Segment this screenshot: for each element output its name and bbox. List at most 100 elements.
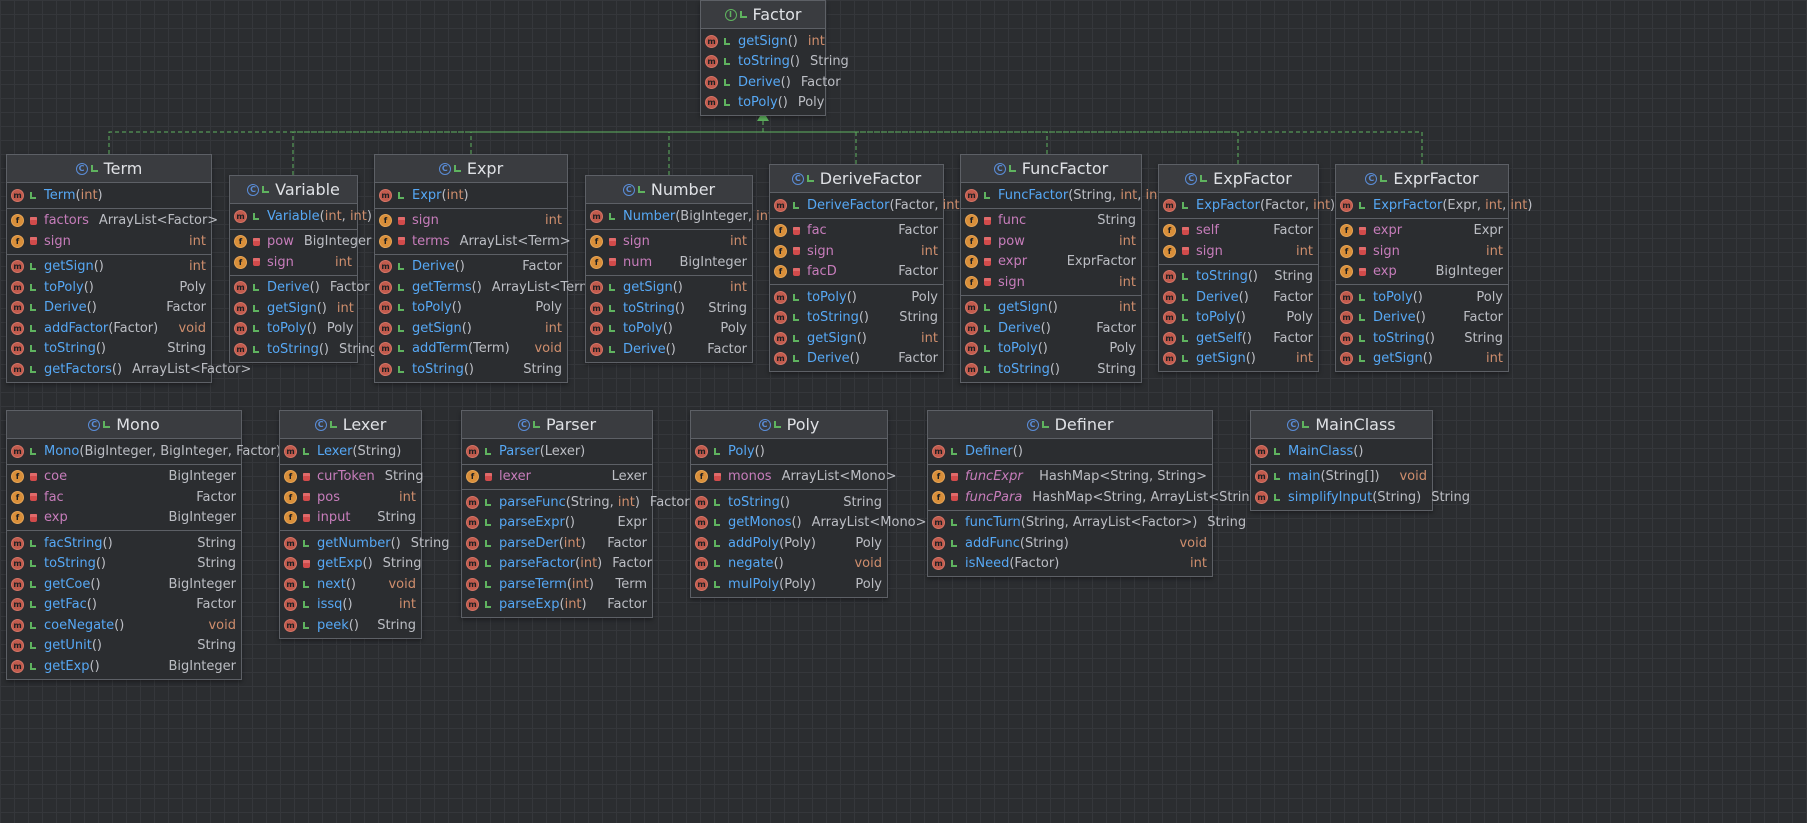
method-row[interactable]: mtoString()String [691, 492, 887, 513]
class-derivefactor[interactable]: CDeriveFactormDeriveFactor(Factor, int) f… [769, 164, 965, 372]
field-row[interactable]: ffuncString [961, 211, 1141, 232]
method-row[interactable]: mgetSign()int [7, 257, 211, 278]
method-row[interactable]: mtoString()String [375, 359, 567, 380]
class-definer[interactable]: CDefinermDefiner() ffuncExprHashMap<Strin… [927, 410, 1280, 577]
field-row[interactable]: finputString [280, 508, 421, 529]
method-row[interactable]: mparseTerm(int)Term [462, 574, 652, 595]
class-parser[interactable]: CParsermParser(Lexer)flexerLexermparseFu… [461, 410, 690, 618]
method-row[interactable]: mparseFactor(int)Factor [462, 554, 652, 575]
class-header[interactable]: CDefiner [928, 411, 1212, 439]
method-row[interactable]: mtoString()String [586, 298, 752, 319]
method-row[interactable]: mnegate()void [691, 554, 887, 575]
class-header[interactable]: CDeriveFactor [770, 165, 943, 193]
field-row[interactable]: ffactorsArrayList<Factor> [7, 211, 218, 232]
method-row[interactable]: mparseExp(int)Factor [462, 595, 652, 616]
method-row[interactable]: mgetExp()BigInteger [7, 656, 241, 677]
field-row[interactable]: fexprExpr [1336, 221, 1508, 242]
method-row[interactable]: misNeed(Factor)int [928, 554, 1212, 575]
class-header[interactable]: CVariable [230, 176, 357, 204]
class-expr[interactable]: CExprmExpr(int)fsignintftermsArrayList<T… [374, 154, 603, 383]
class-exprfactor[interactable]: CExprFactormExprFactor(Expr, int, int)fe… [1335, 164, 1532, 372]
method-row[interactable]: maddTerm(Term)void [375, 339, 567, 360]
method-row[interactable]: mfacString()String [7, 533, 241, 554]
method-row[interactable]: mgetUnit()String [7, 636, 241, 657]
method-row[interactable]: mtoString()String [770, 308, 943, 329]
field-row[interactable]: fnumBigInteger [586, 252, 752, 273]
field-row[interactable]: fexprExprFactor [961, 252, 1141, 273]
field-row[interactable]: fpowBigInteger [230, 232, 371, 253]
field-row[interactable]: fsignint [7, 231, 211, 252]
method-row[interactable]: mtoPoly()Poly [375, 298, 567, 319]
class-header[interactable]: CParser [462, 411, 652, 439]
method-row[interactable]: mtoString()String [1336, 328, 1508, 349]
method-row[interactable]: mDerive()Factor [1159, 287, 1318, 308]
method-row[interactable]: mExpFactor(Factor, int) [1159, 195, 1335, 216]
method-row[interactable]: mDerive()Factor [961, 318, 1141, 339]
method-row[interactable]: maddFactor(Factor)void [7, 318, 211, 339]
method-row[interactable]: mTerm(int) [7, 185, 211, 206]
method-row[interactable]: mDerive()Factor [770, 349, 943, 370]
class-factor[interactable]: IFactormgetSign()intmtoString()StringmDe… [700, 0, 849, 116]
method-row[interactable]: mtoString()String [701, 52, 849, 73]
field-row[interactable]: fpowint [961, 231, 1141, 252]
method-row[interactable]: mDefiner() [928, 441, 1212, 462]
method-row[interactable]: mMono(BigInteger, BigInteger, Factor) [7, 441, 281, 462]
method-row[interactable]: mPoly() [691, 441, 887, 462]
class-header[interactable]: IFactor [701, 1, 825, 29]
method-row[interactable]: mExpr(int) [375, 185, 567, 206]
class-header[interactable]: CMono [7, 411, 241, 439]
method-row[interactable]: mgetSign()int [1159, 349, 1318, 370]
class-poly[interactable]: CPolymPoly() fmonosArrayList<Mono> mtoStri… [690, 410, 927, 598]
field-row[interactable]: fmonosArrayList<Mono> [691, 467, 896, 488]
method-row[interactable]: mLexer(String) [280, 441, 421, 462]
field-row[interactable]: ffacFactor [770, 221, 943, 242]
field-row[interactable]: fsignint [770, 241, 943, 262]
method-row[interactable]: maddPoly(Poly)Poly [691, 533, 887, 554]
class-funcfactor[interactable]: CFuncFactormFuncFactor(String, int, int)… [960, 154, 1168, 383]
method-row[interactable]: mgetExp()String [280, 554, 421, 575]
class-variable[interactable]: CVariablemVariable(int, int) fpowBigInteg… [229, 175, 378, 363]
method-row[interactable]: mgetSign()int [375, 318, 567, 339]
method-row[interactable]: mDerive()Factor [586, 339, 752, 360]
method-row[interactable]: mtoPoly()Poly [1336, 287, 1508, 308]
class-header[interactable]: CExprFactor [1336, 165, 1508, 193]
field-row[interactable]: fposint [280, 487, 421, 508]
class-number[interactable]: CNumbermNumber(BigInteger, int)fsignintf… [585, 175, 778, 363]
method-row[interactable]: mtoString()String [961, 359, 1141, 380]
method-row[interactable]: mDeriveFactor(Factor, int) [770, 195, 965, 216]
method-row[interactable]: mgetMonos()ArrayList<Mono> [691, 513, 927, 534]
method-row[interactable]: mparseDer(int)Factor [462, 533, 652, 554]
field-row[interactable]: fselfFactor [1159, 221, 1318, 242]
method-row[interactable]: mtoString()String [230, 339, 378, 360]
method-row[interactable]: mtoPoly()Poly [701, 93, 825, 114]
class-mainclass[interactable]: CMainClassmMainClass()mmain(String[])voi… [1250, 410, 1470, 511]
field-row[interactable]: fsignint [1159, 241, 1318, 262]
class-header[interactable]: CExpFactor [1159, 165, 1318, 193]
method-row[interactable]: mgetNumber()String [280, 533, 450, 554]
field-row[interactable]: fsignint [961, 272, 1141, 293]
method-row[interactable]: missq()int [280, 595, 421, 616]
field-row[interactable]: fsignint [375, 211, 567, 232]
method-row[interactable]: mDerive()Factor [230, 278, 370, 299]
method-row[interactable]: mgetFactors()ArrayList<Factor> [7, 359, 251, 380]
class-header[interactable]: CLexer [280, 411, 421, 439]
method-row[interactable]: mgetSign()int [230, 298, 357, 319]
class-term[interactable]: CTermmTerm(int)ffactorsArrayList<Factor>… [6, 154, 251, 383]
method-row[interactable]: mnext()void [280, 574, 421, 595]
class-expfactor[interactable]: CExpFactormExpFactor(Factor, int) fselfFa… [1158, 164, 1335, 372]
method-row[interactable]: mMainClass() [1251, 441, 1432, 462]
method-row[interactable]: mVariable(int, int) [230, 206, 372, 227]
method-row[interactable]: mgetTerms()ArrayList<Term> [375, 277, 603, 298]
class-header[interactable]: CPoly [691, 411, 887, 439]
field-row[interactable]: fsignint [230, 252, 357, 273]
method-row[interactable]: mtoPoly()Poly [586, 319, 752, 340]
field-row[interactable]: ffuncExprHashMap<String, String> [928, 467, 1212, 488]
method-row[interactable]: mgetSign()int [1336, 349, 1508, 370]
class-header[interactable]: CExpr [375, 155, 567, 183]
field-row[interactable]: ffuncParaHashMap<String, ArrayList<Strin… [928, 487, 1280, 508]
class-mono[interactable]: CMonomMono(BigInteger, BigInteger, Facto… [6, 410, 281, 680]
method-row[interactable]: mtoPoly()Poly [1159, 308, 1318, 329]
field-row[interactable]: flexerLexer [462, 467, 652, 488]
class-header[interactable]: CNumber [586, 176, 752, 204]
method-row[interactable]: mDerive()Factor [1336, 308, 1508, 329]
